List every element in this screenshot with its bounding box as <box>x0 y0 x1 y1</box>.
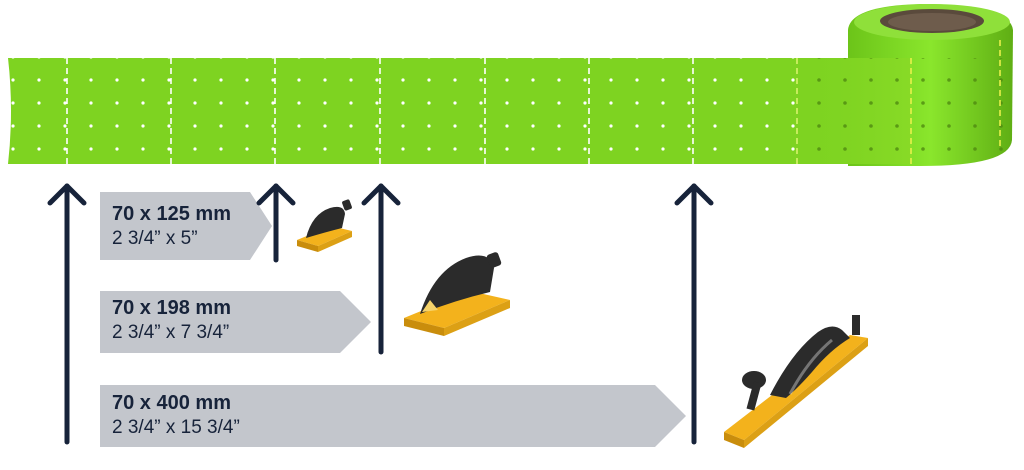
imperial-size-400: 2 3/4” x 15 3/4” <box>112 417 240 438</box>
small-hand-block-icon <box>297 199 352 252</box>
abrasive-strip <box>8 40 1010 164</box>
metric-size-400: 70 x 400 mm <box>112 392 231 414</box>
perforation-lines <box>66 40 1001 164</box>
arrow-origin <box>47 183 87 445</box>
label-shape-400 <box>100 385 686 447</box>
size-label-125: 70 x 125 mm 2 3/4” x 5” <box>112 204 231 248</box>
arrow-400 <box>674 183 714 445</box>
label-shape-198 <box>100 291 371 353</box>
imperial-size-198: 2 3/4” x 7 3/4” <box>112 322 230 343</box>
size-label-400: 70 x 400 mm 2 3/4” x 15 3/4” <box>112 393 240 437</box>
arrow-198 <box>361 183 401 355</box>
arrow-125 <box>256 183 296 263</box>
imperial-size-125: 2 3/4” x 5” <box>112 228 198 249</box>
size-label-198: 70 x 198 mm 2 3/4” x 7 3/4” <box>112 298 231 342</box>
long-planer-block-icon <box>724 315 868 448</box>
medium-hand-block-icon <box>404 252 510 336</box>
metric-size-125: 70 x 125 mm <box>112 203 231 225</box>
metric-size-198: 70 x 198 mm <box>112 297 231 319</box>
length-arrows <box>47 183 714 445</box>
size-label-shapes <box>100 192 686 447</box>
label-shape-125 <box>100 192 272 260</box>
